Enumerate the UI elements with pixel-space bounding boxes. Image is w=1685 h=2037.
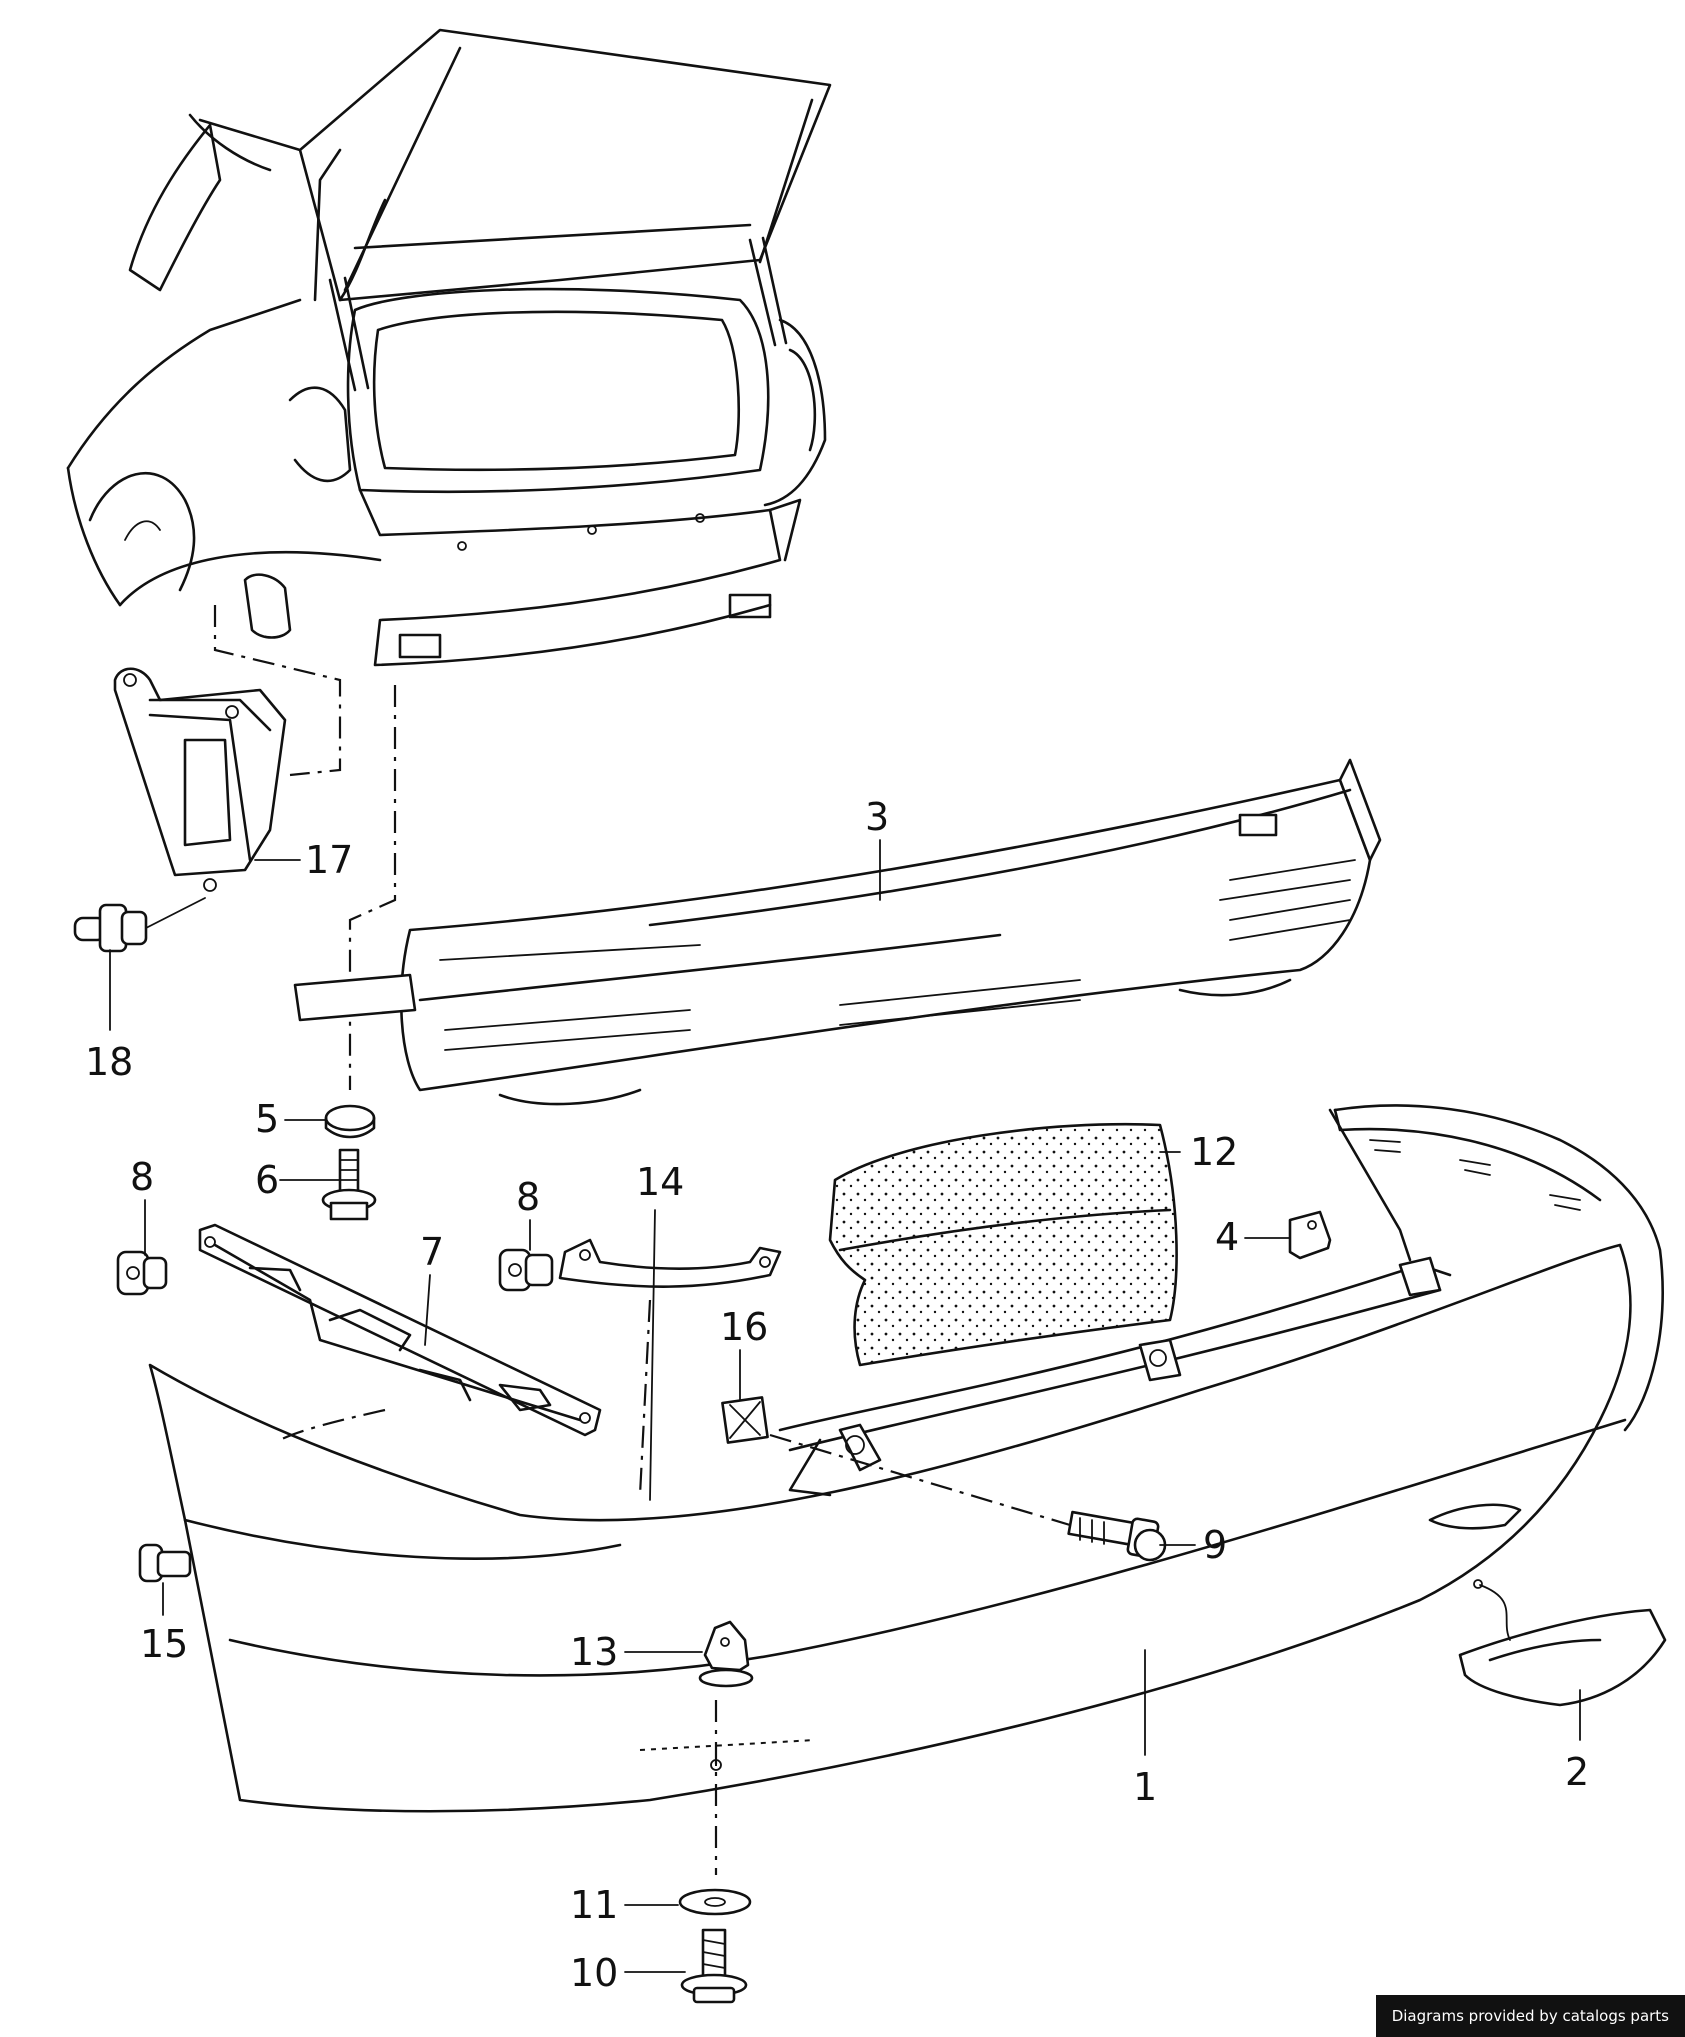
part-18-bolt	[73, 897, 206, 953]
watermark: Diagrams provided by catalogs parts	[1375, 1995, 1685, 2037]
callout-4: 4	[1215, 1215, 1239, 1259]
part-9-bolt	[1067, 1510, 1167, 1562]
callout-8-mid: 8	[516, 1175, 540, 1219]
part-17-bracket	[113, 667, 287, 892]
callout-2: 2	[1565, 1750, 1589, 1794]
part-8-nut-left	[116, 1250, 168, 1296]
leader-lines	[109, 839, 1581, 1973]
part-2-light	[1458, 1579, 1667, 1707]
part-7-mounting-strip	[198, 1223, 602, 1437]
callout-13: 13	[570, 1630, 618, 1674]
part-16-label	[721, 1396, 769, 1444]
callout-16: 16	[720, 1305, 768, 1349]
part-10-screw	[680, 1928, 748, 2004]
part-5-washer	[324, 1104, 376, 1139]
callout-10: 10	[570, 1951, 618, 1995]
car-rear-body	[66, 28, 832, 667]
callout-12: 12	[1190, 1130, 1238, 1174]
callout-18: 18	[85, 1040, 133, 1084]
callout-17: 17	[305, 838, 353, 882]
callout-8-left: 8	[130, 1155, 154, 1199]
callout-1: 1	[1133, 1765, 1157, 1809]
part-4-clip	[1288, 1210, 1332, 1260]
part-6-bolt	[321, 1148, 377, 1221]
callout-7: 7	[420, 1230, 444, 1274]
part-11-washer	[678, 1888, 752, 1916]
part-8-nut-mid	[498, 1248, 554, 1292]
callout-15: 15	[140, 1622, 188, 1666]
part-1-bumper-cover	[148, 1104, 1664, 1813]
callout-14: 14	[636, 1160, 684, 1204]
part-12-energy-absorber	[828, 1122, 1178, 1367]
part-15-bolt	[138, 1543, 192, 1583]
callout-11: 11	[570, 1883, 618, 1927]
callout-3: 3	[865, 795, 889, 839]
callout-6: 6	[255, 1158, 279, 1202]
part-14-bracket	[558, 1238, 782, 1288]
callout-9: 9	[1203, 1523, 1227, 1567]
callout-5: 5	[255, 1097, 279, 1141]
callout-labels: 1 2 3 4 5 6 7 8 8 9 10 11 12 13 14 15 16…	[85, 795, 1589, 1995]
part-13-speed-nut	[698, 1620, 754, 1688]
part-3-impact-beam	[293, 758, 1382, 1106]
